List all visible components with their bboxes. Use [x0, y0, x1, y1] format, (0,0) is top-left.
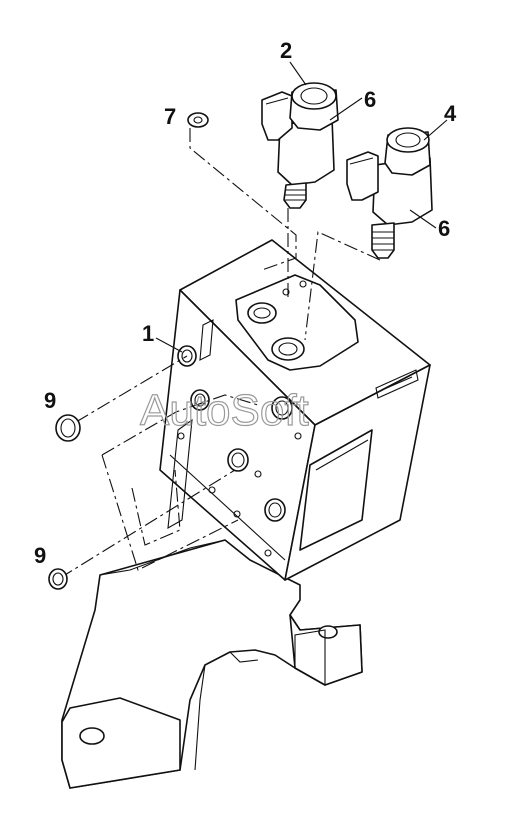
callout-6-upper: 6	[364, 87, 376, 112]
mounting-bracket	[61, 539, 363, 789]
callout-6-lower: 6	[438, 216, 450, 241]
solenoid-valve-upper	[261, 82, 339, 209]
callout-1: 1	[142, 321, 154, 346]
washer-7	[187, 112, 209, 128]
callout-9-upper: 9	[44, 388, 56, 413]
callout-9-lower: 9	[34, 543, 46, 568]
callout-2: 2	[280, 38, 292, 63]
seal-ring-lower	[48, 568, 68, 590]
assembly-center-lines	[59, 128, 381, 579]
callout-7: 7	[164, 104, 176, 129]
seal-ring-upper	[55, 414, 81, 442]
watermark-text: AutoSoft	[140, 386, 309, 435]
valve-block	[159, 239, 431, 581]
leader-lines	[155, 61, 448, 353]
callout-4: 4	[444, 101, 457, 126]
solenoid-valve-lower	[346, 127, 433, 259]
